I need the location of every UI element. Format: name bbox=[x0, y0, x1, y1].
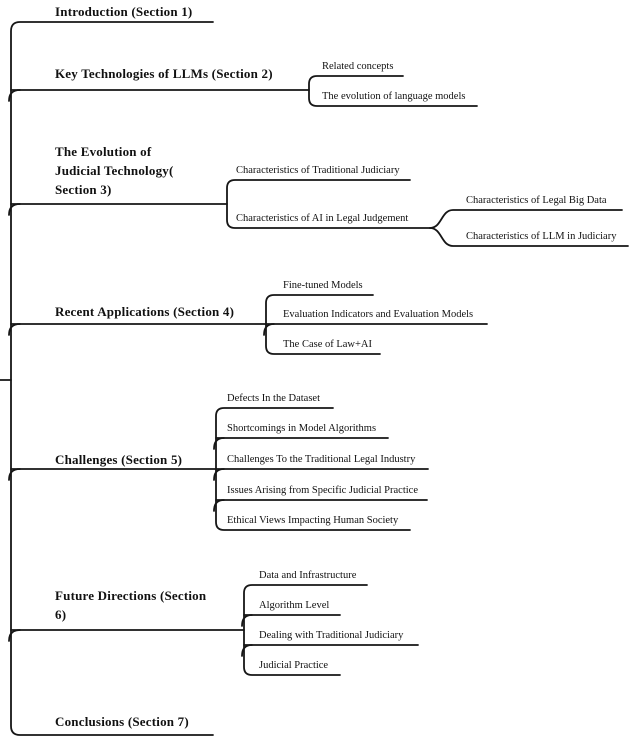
node-evaluation-indicators: Evaluation Indicators and Evaluation Mod… bbox=[283, 309, 474, 320]
node-introduction: Introduction (Section 1) bbox=[55, 4, 193, 19]
junction-fillet bbox=[241, 614, 253, 627]
node-fine-tuned-models: Fine-tuned Models bbox=[283, 280, 363, 291]
node-conclusions: Conclusions (Section 7) bbox=[55, 714, 189, 729]
node-future-directions: Future Directions (Section 6) bbox=[55, 588, 207, 622]
junction-fillet bbox=[8, 468, 21, 481]
junction-fillet bbox=[8, 629, 21, 642]
node-defects-in-dataset: Defects In the Dataset bbox=[227, 393, 320, 404]
trunk-line bbox=[10, 21, 214, 736]
node-case-of-law-ai: The Case of Law+AI bbox=[283, 339, 373, 350]
junction-fillet bbox=[213, 468, 225, 481]
split-upper bbox=[429, 209, 623, 229]
junction-fillet bbox=[8, 89, 21, 102]
node-characteristics-legal-big-data: Characteristics of Legal Big Data bbox=[466, 195, 607, 206]
node-issues-specific-judicial-practice: Issues Arising from Specific Judicial Pr… bbox=[227, 485, 418, 496]
node-related-concepts: Related concepts bbox=[322, 61, 394, 72]
junction-fillet bbox=[8, 323, 21, 336]
node-shortcomings-model-algorithms: Shortcomings in Model Algorithms bbox=[227, 423, 377, 434]
node-characteristics-traditional-judiciary: Characteristics of Traditional Judiciary bbox=[236, 165, 400, 176]
node-challenges-traditional-legal-industry: Challenges To the Traditional Legal Indu… bbox=[227, 454, 416, 465]
node-evolution-judicial-technology: The Evolution of Judicial Technology( Se… bbox=[55, 144, 174, 197]
node-characteristics-llm-judiciary: Characteristics of LLM in Judiciary bbox=[466, 231, 617, 242]
node-judicial-practice: Judicial Practice bbox=[259, 660, 329, 671]
node-data-and-infrastructure: Data and Infrastructure bbox=[259, 570, 357, 581]
junction-fillet bbox=[241, 644, 253, 657]
junction-fillet bbox=[213, 437, 225, 450]
junction-fillet bbox=[8, 203, 21, 216]
node-ethical-views-human-society: Ethical Views Impacting Human Society bbox=[227, 515, 399, 526]
node-characteristics-ai-legal-judgement: Characteristics of AI in Legal Judgement bbox=[236, 213, 409, 224]
node-challenges: Challenges (Section 5) bbox=[55, 452, 183, 467]
node-key-technologies: Key Technologies of LLMs (Section 2) bbox=[55, 66, 273, 81]
bracket-section-2 bbox=[308, 75, 478, 107]
junction-fillet bbox=[213, 499, 225, 512]
node-recent-applications: Recent Applications (Section 4) bbox=[55, 304, 235, 319]
node-algorithm-level: Algorithm Level bbox=[259, 600, 330, 611]
junction-fillet bbox=[263, 323, 275, 336]
bracket-section-3 bbox=[226, 179, 431, 229]
bracket-section-6 bbox=[243, 584, 368, 676]
split-lower bbox=[429, 227, 629, 247]
node-dealing-traditional-judiciary: Dealing with Traditional Judiciary bbox=[259, 630, 404, 641]
node-evolution-of-language-models: The evolution of language models bbox=[322, 91, 466, 102]
